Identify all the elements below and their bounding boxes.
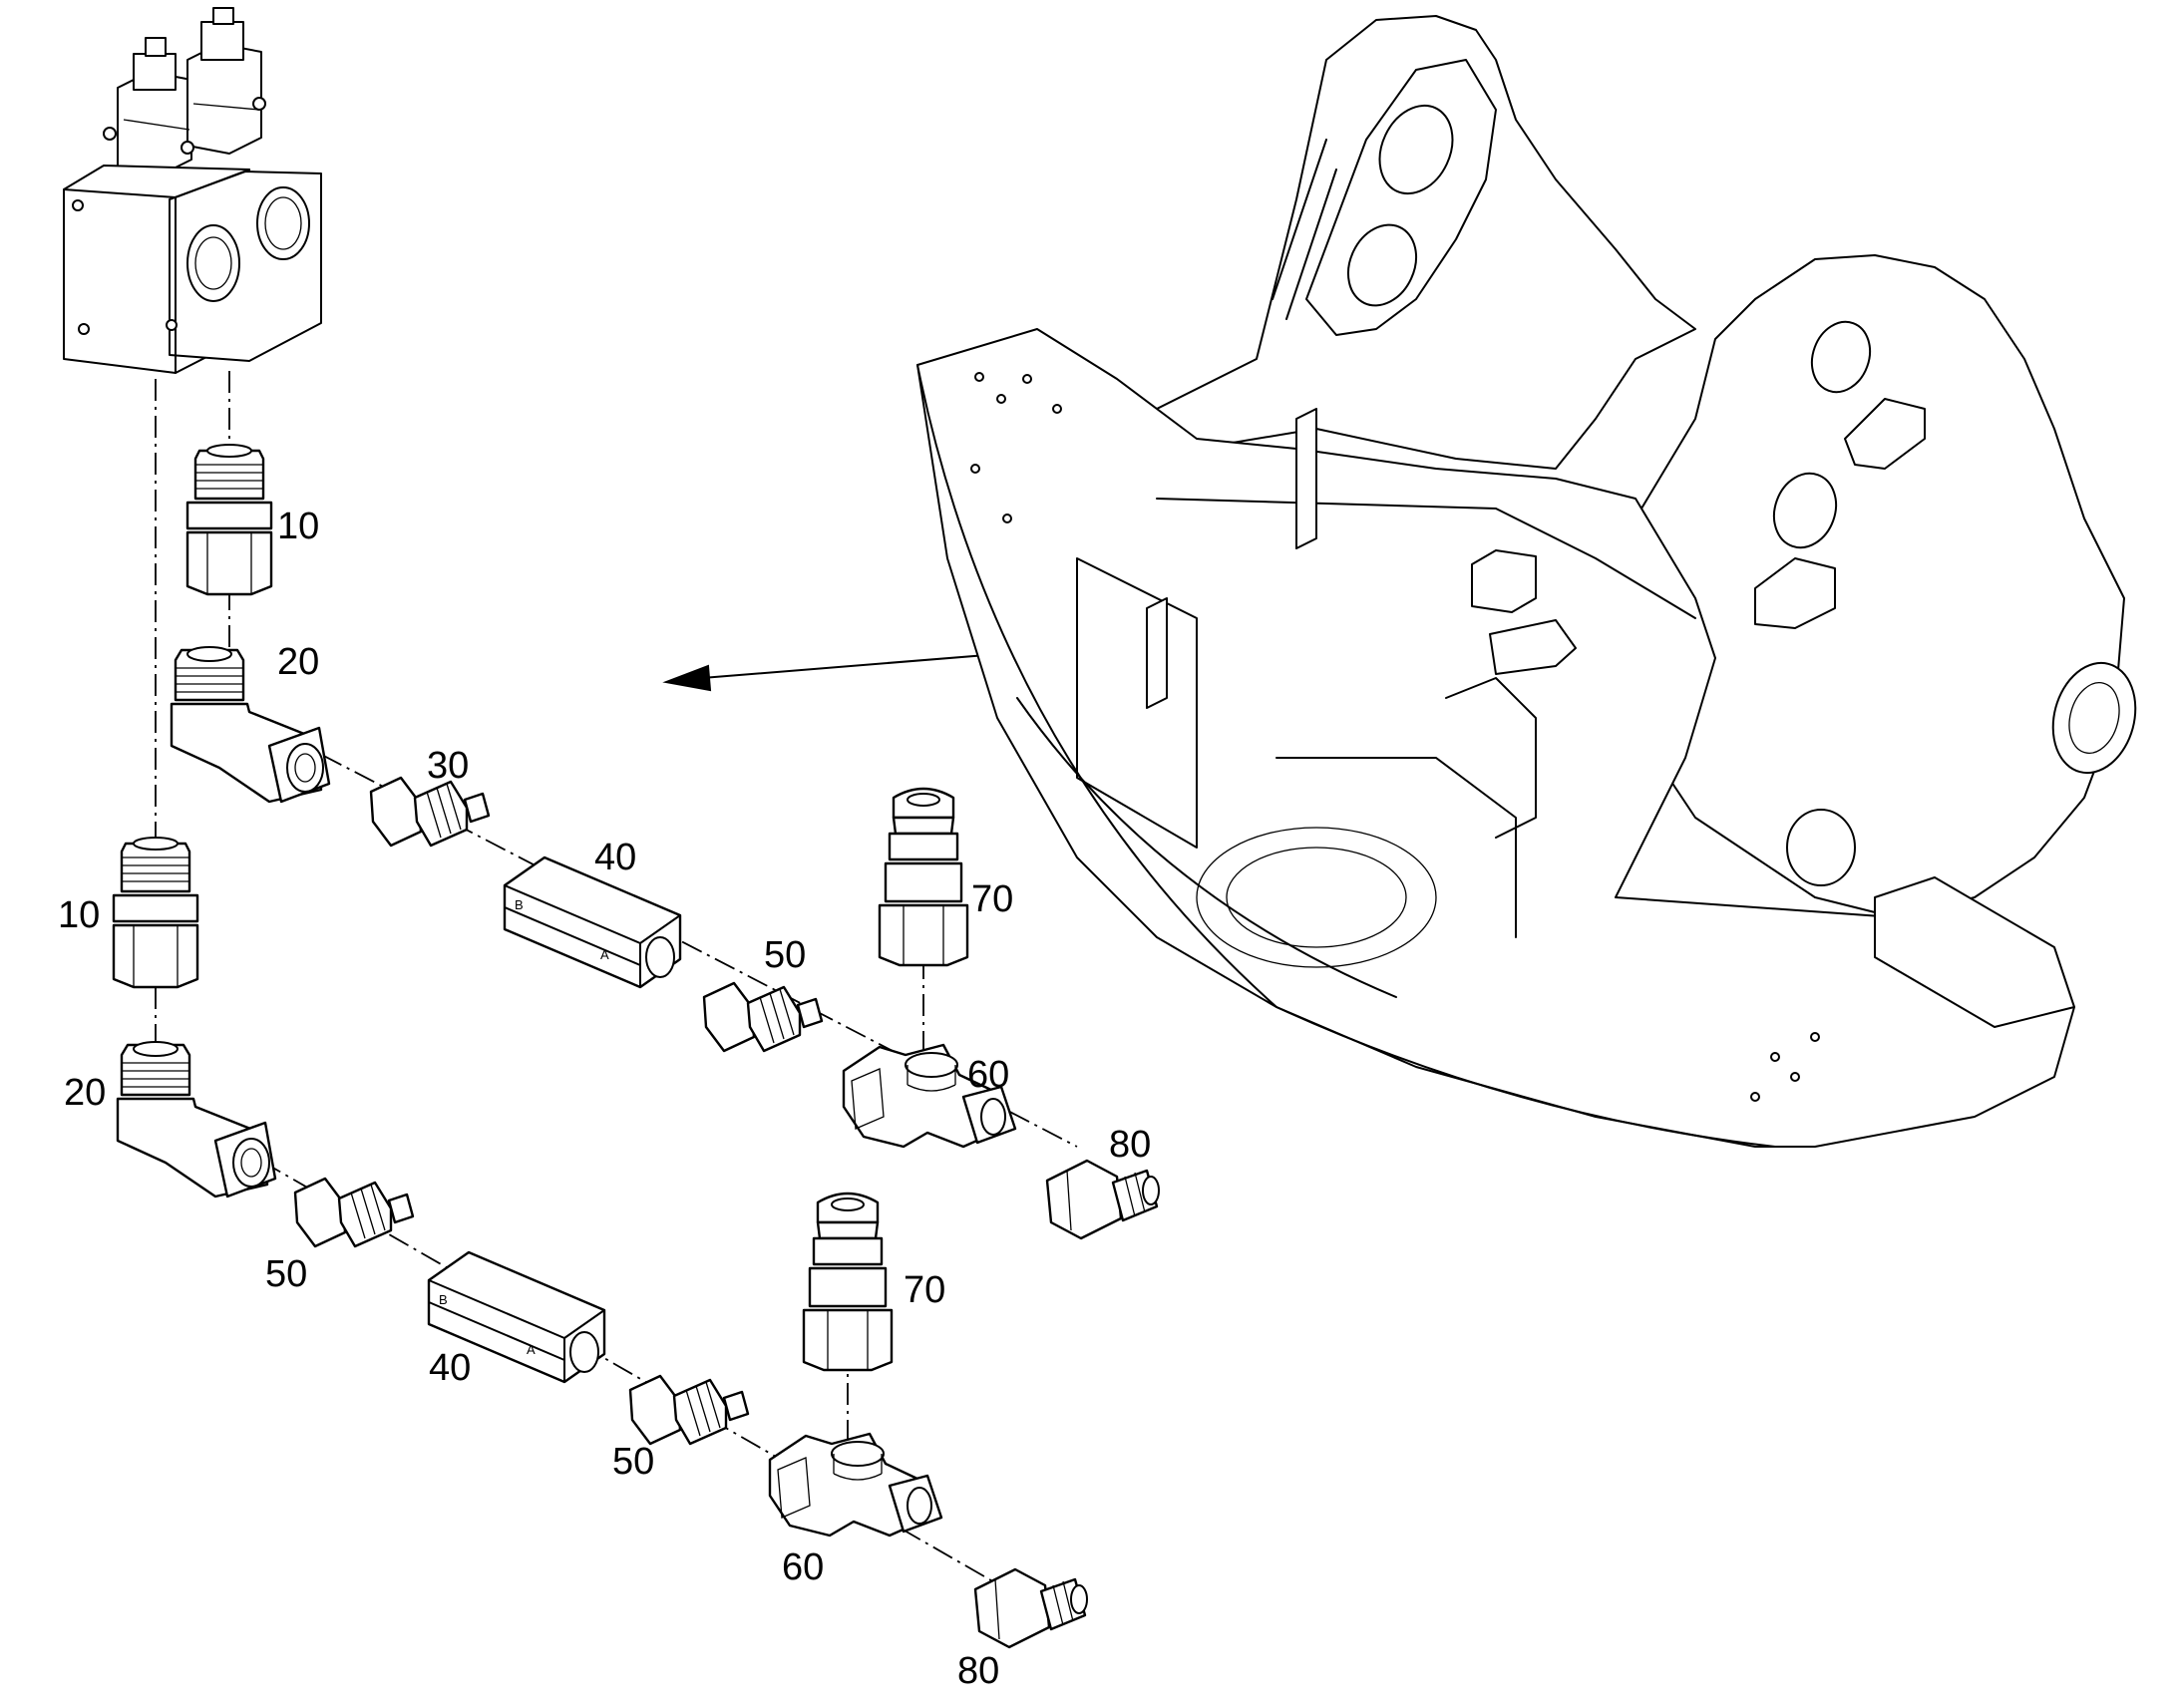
cap-fitting-upper <box>1045 1159 1161 1240</box>
port-b-mark: B <box>515 897 524 912</box>
callout-50-lower: 50 <box>265 1253 307 1295</box>
check-valve-lower: B A <box>427 1250 606 1384</box>
callout-40-lower: 40 <box>429 1347 471 1389</box>
callout-80-lower: 80 <box>957 1650 999 1692</box>
callout-50-lower-2: 50 <box>612 1441 654 1483</box>
callout-20-upper: 20 <box>277 641 319 683</box>
callout-40-upper: 40 <box>594 837 636 878</box>
elbow-fitting-lower <box>116 1040 277 1198</box>
callout-70-upper: 70 <box>971 878 1013 920</box>
machine-frame-illustration <box>916 15 2137 1148</box>
tee-fitting-lower <box>768 1432 943 1537</box>
quick-coupler-upper <box>878 787 969 967</box>
nipple-fitting-upper-2 <box>702 981 824 1053</box>
callout-10-lower: 10 <box>58 894 100 936</box>
callout-70-lower: 70 <box>904 1269 945 1311</box>
callout-60-lower: 60 <box>782 1546 824 1588</box>
straight-adapter-upper <box>185 443 273 596</box>
callout-30: 30 <box>427 745 469 787</box>
port-a-mark: A <box>600 947 609 962</box>
callout-labels: 10 20 30 40 50 70 60 80 10 20 50 40 50 7… <box>58 506 1151 1692</box>
straight-adapter-lower <box>112 836 199 989</box>
port-a-mark-lower: A <box>527 1342 536 1357</box>
cap-fitting-lower <box>973 1567 1089 1649</box>
assembly-centerlines <box>155 371 1078 1596</box>
callout-80-upper: 80 <box>1109 1124 1151 1166</box>
nipple-fitting-lower-2 <box>628 1374 750 1446</box>
check-valve-upper: B A <box>503 855 682 989</box>
valve-block-assembly <box>63 7 322 374</box>
callout-10-upper: 10 <box>277 506 319 547</box>
port-b-mark-lower: B <box>439 1292 448 1307</box>
quick-coupler-lower <box>802 1192 894 1372</box>
nipple-fitting-upper <box>369 776 491 848</box>
callout-50-upper: 50 <box>764 934 806 976</box>
nipple-fitting-lower <box>293 1177 415 1248</box>
callout-20-lower: 20 <box>64 1072 106 1114</box>
callout-60-upper: 60 <box>967 1054 1009 1096</box>
